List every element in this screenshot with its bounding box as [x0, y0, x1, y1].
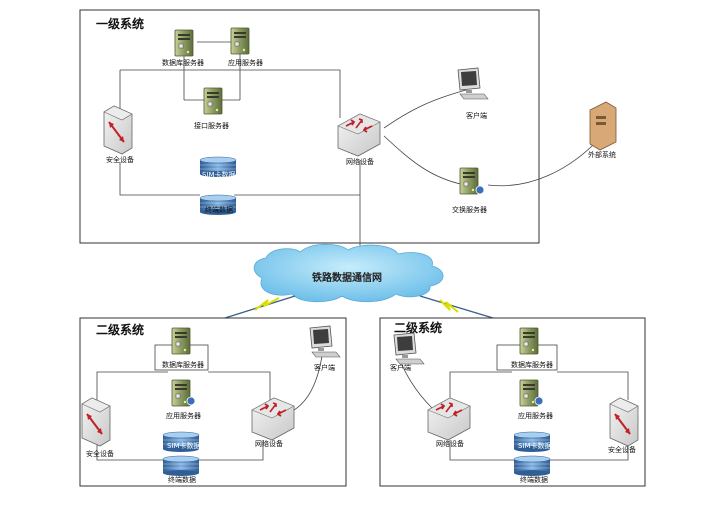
level1-terminal-label: 终端数据 — [205, 205, 233, 214]
level1-links — [119, 41, 601, 262]
external-system-label: 外部系统 — [588, 150, 616, 159]
terminal-database-icon — [513, 455, 551, 477]
level2-left-title: 二级系统 — [96, 322, 144, 337]
level1-title: 一级系统 — [96, 16, 144, 31]
railway-network-cloud-icon — [253, 243, 444, 303]
client-monitor-icon — [393, 332, 425, 365]
level2-left-app-label: 应用服务器 — [166, 411, 201, 420]
level2-right-terminal-label: 终端数据 — [520, 475, 548, 484]
level1-app-server-label: 应用服务器 — [228, 58, 263, 67]
db-server-icon — [171, 327, 191, 355]
external-system — [589, 101, 617, 151]
globe-icon — [534, 396, 544, 406]
exchange-server-icon — [459, 167, 479, 195]
level1-iface-server-label: 接口服务器 — [194, 121, 229, 130]
level2-right-frame — [379, 317, 646, 487]
level1-sim-label: SIM卡数据 — [202, 170, 236, 179]
client-monitor-icon — [309, 325, 341, 358]
level2-right-client-label: 客户端 — [390, 363, 411, 372]
level2-right-links — [399, 344, 629, 461]
level2-right-sim-label: SIM卡数据 — [518, 441, 552, 450]
level2-right-db-label: 数据库服务器 — [511, 360, 553, 369]
client-monitor-icon — [457, 67, 489, 100]
level2-right-security-label: 安全设备 — [608, 445, 636, 454]
level2-left-frame — [79, 317, 347, 487]
cloud-label: 铁路数据通信网 — [312, 271, 382, 284]
level2-right-title: 二级系统 — [394, 320, 442, 335]
firewall-icon — [81, 397, 111, 447]
level2-left-db-label: 数据库服务器 — [162, 360, 204, 369]
firewall-icon — [103, 105, 133, 155]
router-icon — [337, 113, 381, 157]
interface-server-icon — [203, 87, 223, 115]
firewall-icon — [609, 397, 639, 447]
globe-icon — [186, 396, 196, 406]
wan-links — [224, 295, 494, 319]
db-server-icon — [519, 327, 539, 355]
level2-left-sim-label: SIM卡数据 — [167, 441, 201, 450]
level1-network-label: 网络设备 — [346, 157, 374, 166]
db-server-icon — [174, 29, 194, 57]
level1-security-label: 安全设备 — [106, 155, 134, 164]
globe-icon — [475, 185, 485, 195]
level2-left-network-label: 网络设备 — [255, 439, 283, 448]
level2-right-app-label: 应用服务器 — [518, 411, 553, 420]
app-server-icon — [230, 27, 250, 55]
level2-left-terminal-label: 终端数据 — [168, 475, 196, 484]
level1-exchange-label: 交换服务器 — [452, 205, 487, 214]
router-icon — [251, 397, 295, 441]
terminal-database-icon — [162, 455, 200, 477]
level2-left-client-label: 客户端 — [314, 363, 335, 372]
level1-client-label: 客户端 — [466, 111, 487, 120]
level2-left-links — [96, 344, 323, 461]
level2-left-security-label: 安全设备 — [86, 449, 114, 458]
level2-right-network-label: 网络设备 — [436, 439, 464, 448]
level1-db-server-label: 数据库服务器 — [162, 58, 204, 67]
level1-system-frame — [79, 9, 540, 244]
router-icon — [427, 397, 471, 441]
